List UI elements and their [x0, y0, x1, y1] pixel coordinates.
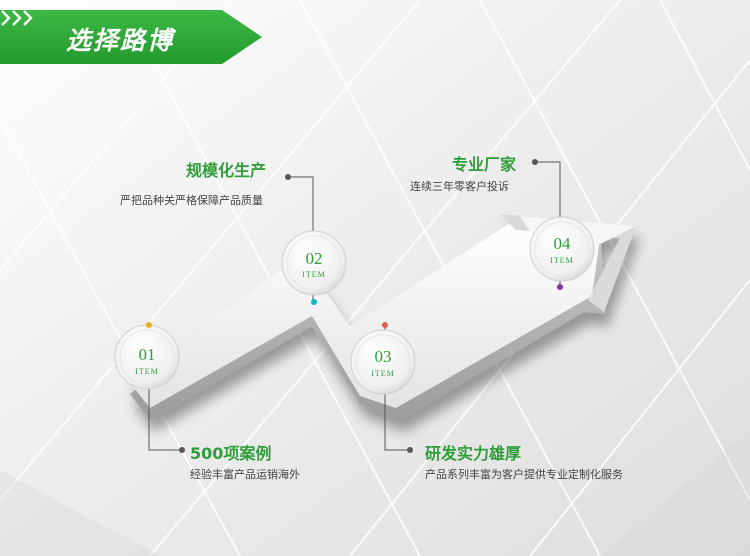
step-03-title: 研发实力雄厚 — [425, 444, 522, 463]
step-disc-02 — [281, 230, 347, 296]
step-03-desc: 产品系列丰富为客户提供专业定制化服务 — [425, 468, 623, 481]
step-03-tag: ITEM — [371, 369, 395, 378]
header-banner: 选择路博 — [0, 10, 262, 64]
step-01-dot — [146, 322, 152, 328]
step-04-title: 专业厂家 — [452, 155, 517, 174]
connector-dots — [179, 159, 538, 453]
step-02-title: 规模化生产 — [186, 161, 267, 180]
page-title: 选择路博 — [66, 26, 175, 55]
step-01-number: 01 — [138, 345, 156, 364]
step-02-tag: ITEM — [302, 270, 326, 279]
step-disc-04 — [529, 216, 595, 282]
step-04-number: 04 — [553, 234, 571, 253]
step-03-dot — [382, 322, 388, 328]
step-04-desc: 连续三年零客户投诉 — [410, 180, 509, 193]
step-disc-03 — [350, 329, 416, 395]
step-01-tag: ITEM — [135, 367, 159, 376]
step-04-dot — [557, 284, 563, 290]
triple-chevron-right-icon — [1, 10, 33, 26]
step-03-number: 03 — [374, 347, 392, 366]
step-02-number: 02 — [305, 249, 323, 268]
step-02-dot — [311, 299, 317, 305]
step-04-tag: ITEM — [550, 256, 574, 265]
step-01-desc: 经验丰富产品运销海外 — [190, 468, 300, 481]
step-02-desc: 严把品种关严格保障产品质量 — [120, 194, 263, 207]
step-01-title: 500项案例 — [190, 444, 272, 463]
banner-shape — [0, 10, 262, 64]
